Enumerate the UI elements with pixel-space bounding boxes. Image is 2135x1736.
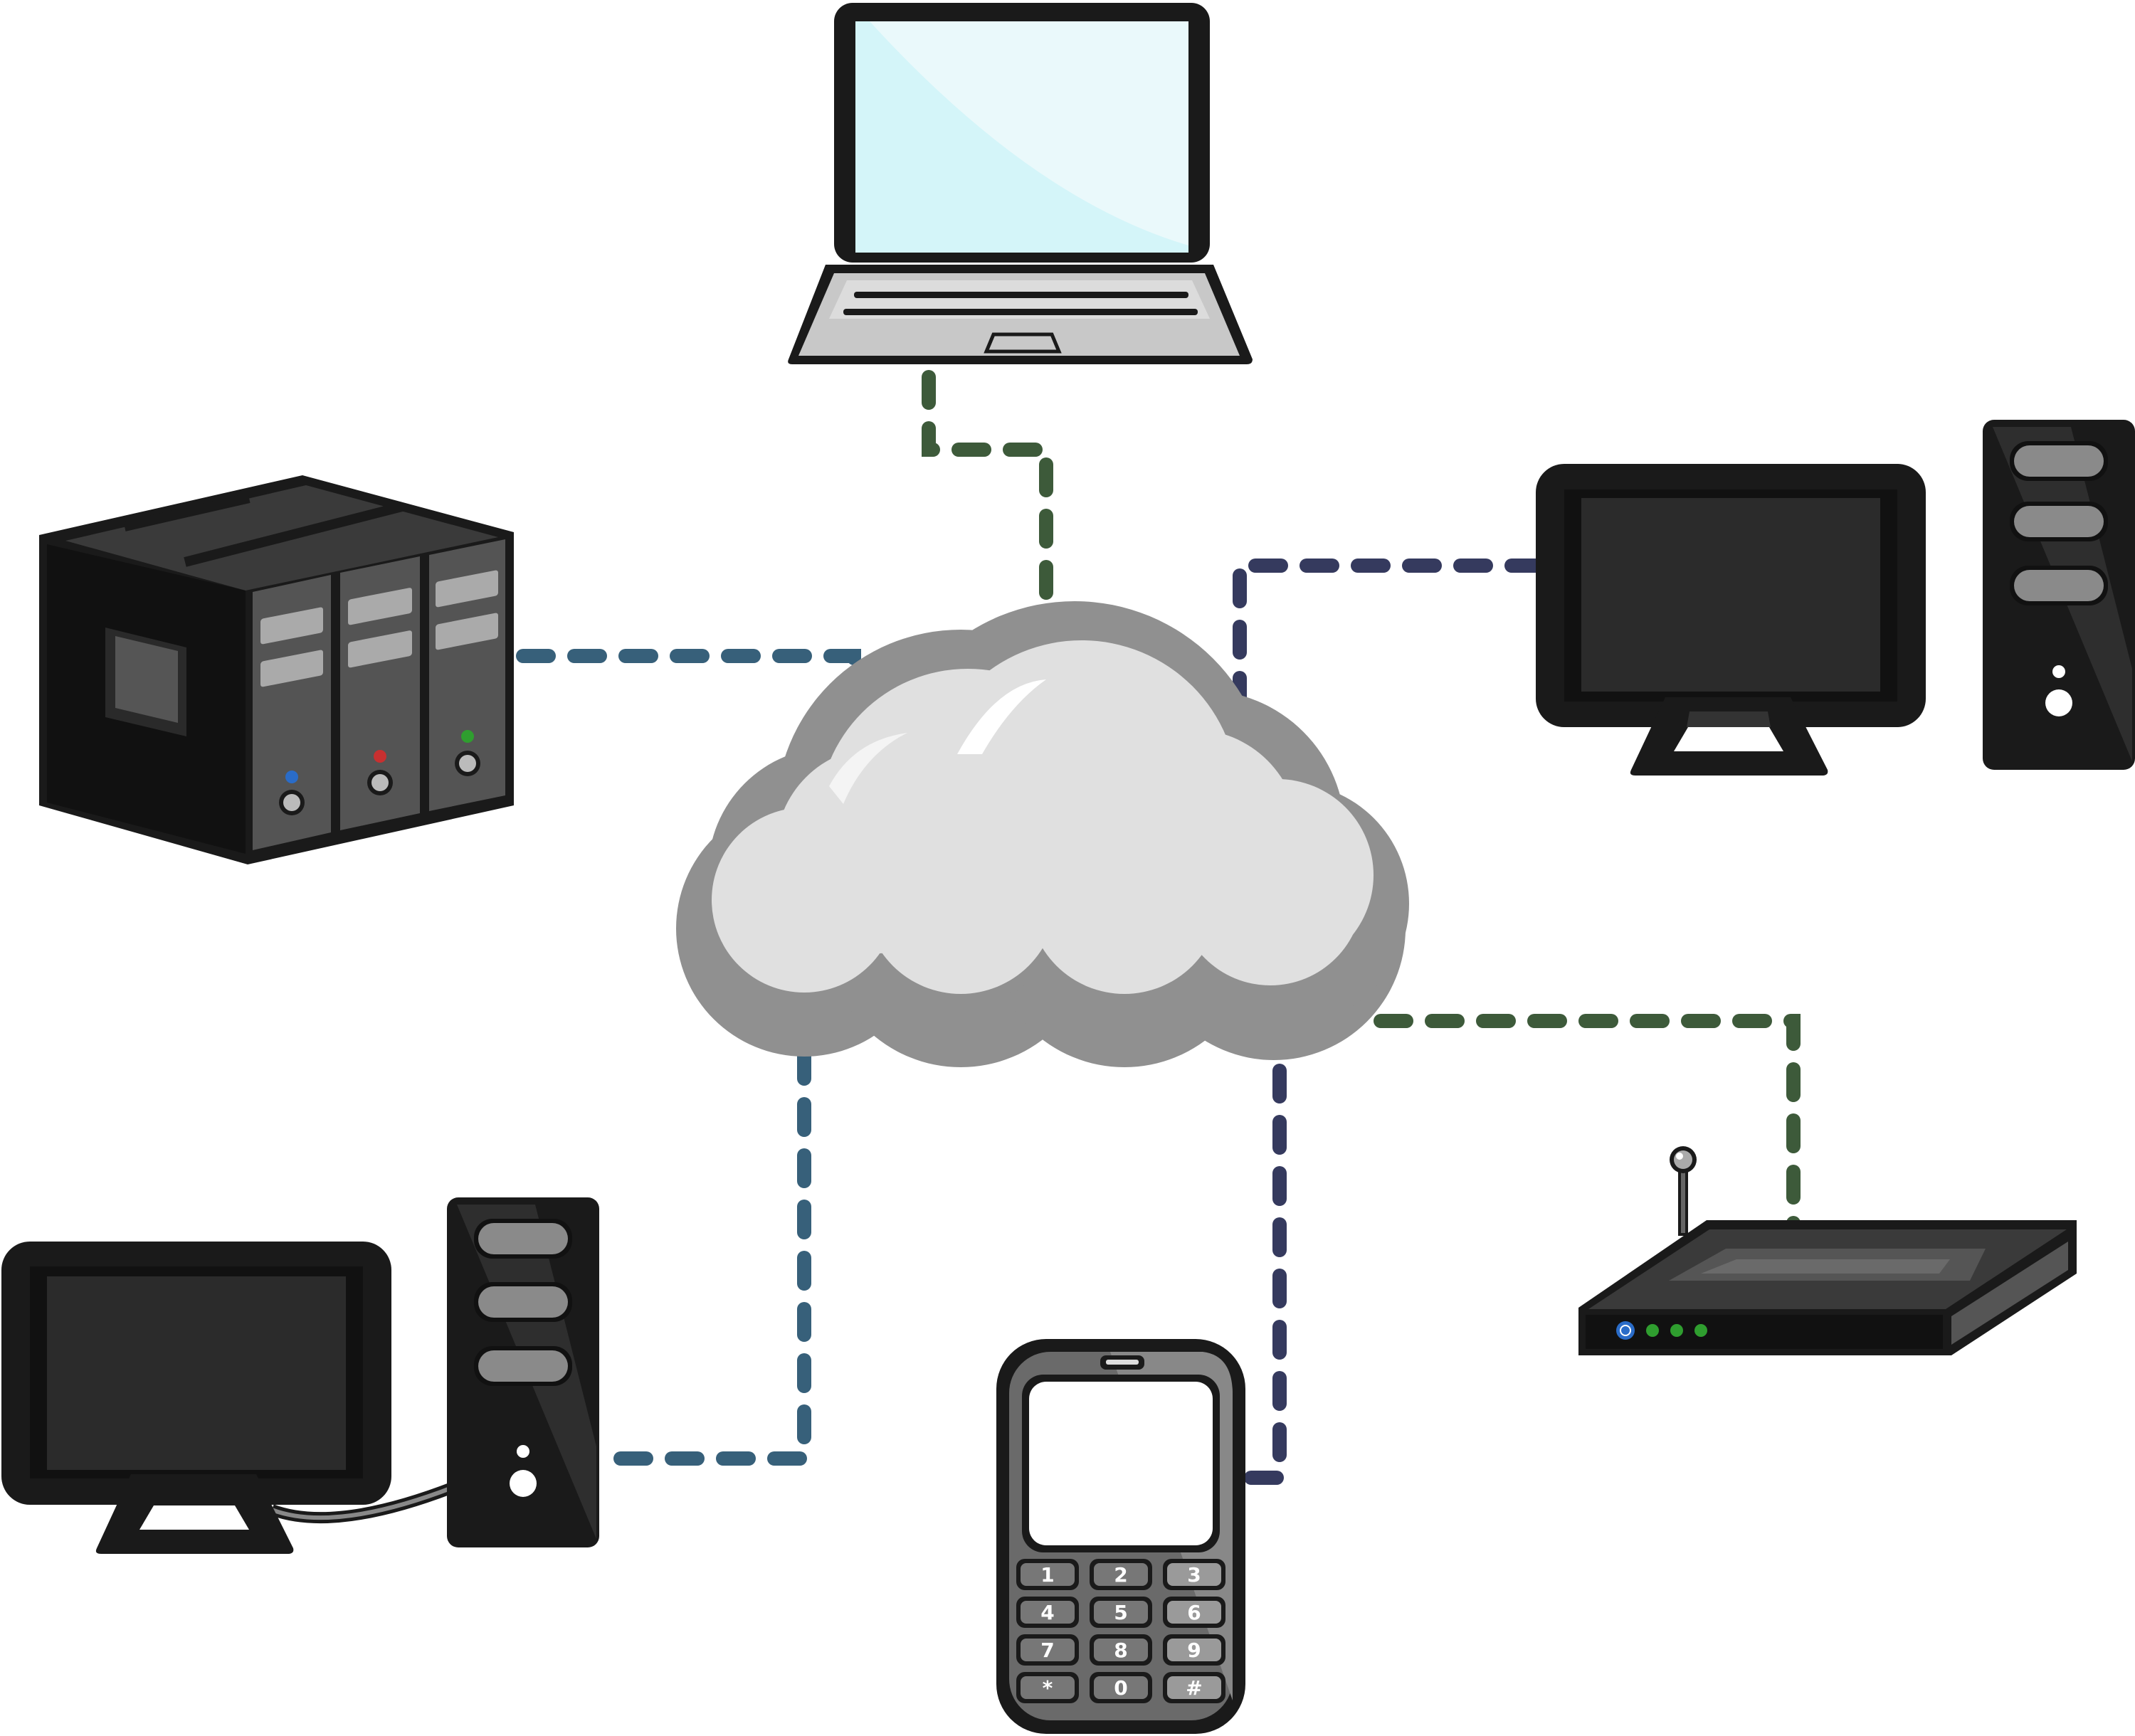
desktop-computer-icon <box>1 1197 599 1554</box>
keypad-key-label: 7 <box>1040 1639 1054 1662</box>
server-rack-icon <box>39 475 514 864</box>
power-icon <box>1616 1321 1635 1340</box>
keypad-key-label: 9 <box>1187 1639 1201 1662</box>
connector-router-cloud <box>1374 1014 1801 1231</box>
connector-desktop-bottom-left-cloud <box>591 1046 811 1466</box>
keypad-key: * <box>1016 1672 1079 1703</box>
keypad-key: 5 <box>1090 1597 1152 1628</box>
monitor-icon <box>1536 464 1926 776</box>
phone-keypad: 1 2 3 4 5 6 7 8 9 * 0 # <box>1016 1559 1225 1703</box>
keypad-key-label: 6 <box>1187 1601 1201 1624</box>
tower-pc-icon <box>1983 420 2135 770</box>
keypad-key-label: 4 <box>1040 1601 1054 1624</box>
connector-phone-cloud <box>1242 1064 1287 1485</box>
keypad-key: 4 <box>1016 1597 1079 1628</box>
keypad-key: 9 <box>1163 1634 1225 1666</box>
keypad-key: 0 <box>1090 1672 1152 1703</box>
connector-laptop-cloud <box>922 370 1053 669</box>
tower-pc-icon <box>447 1197 599 1547</box>
keypad-key-label: 8 <box>1114 1639 1127 1662</box>
keypad-key: # <box>1163 1672 1225 1703</box>
monitor-icon <box>1 1242 456 1554</box>
wireless-router-icon <box>1578 1146 2077 1355</box>
keypad-key: 6 <box>1163 1597 1225 1628</box>
keypad-key-label: 5 <box>1114 1601 1127 1624</box>
keypad-key-label: # <box>1186 1676 1202 1700</box>
keypad-key: 3 <box>1163 1559 1225 1590</box>
desktop-computer-icon <box>1536 420 2135 776</box>
connector-server-cloud <box>516 649 861 726</box>
laptop-icon <box>788 3 1253 364</box>
keypad-key-label: 0 <box>1114 1676 1127 1700</box>
keypad-key-label: 3 <box>1187 1563 1201 1587</box>
connector-desktop-top-right-cloud <box>1233 559 1544 711</box>
keypad-key: 7 <box>1016 1634 1079 1666</box>
keypad-key: 8 <box>1090 1634 1152 1666</box>
keypad-key-label: 2 <box>1114 1563 1127 1587</box>
cloud-icon <box>676 601 1409 1067</box>
mobile-phone-icon: 1 2 3 4 5 6 7 8 9 * 0 # <box>996 1339 1245 1734</box>
keypad-key-label: * <box>1043 1676 1053 1700</box>
keypad-key: 2 <box>1090 1559 1152 1590</box>
keypad-key: 1 <box>1016 1559 1079 1590</box>
keypad-key-label: 1 <box>1040 1563 1054 1587</box>
